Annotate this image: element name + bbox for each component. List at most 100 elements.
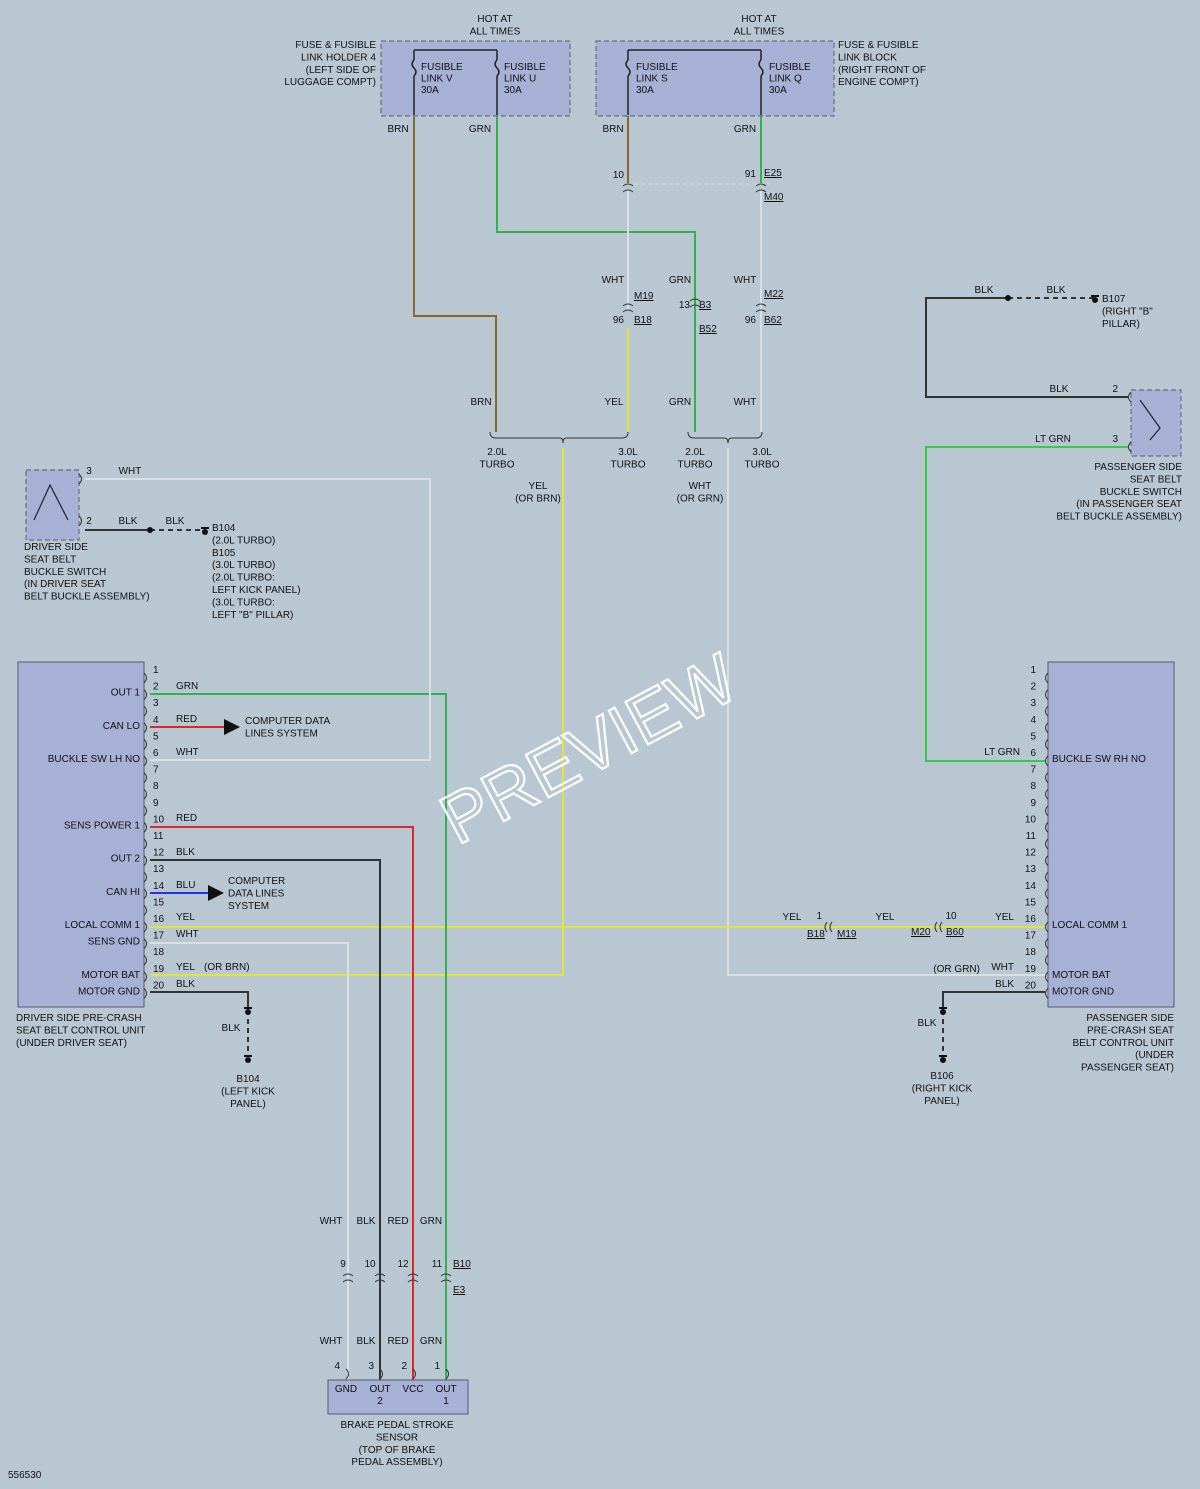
- b106-ground-label-line: B106: [930, 1071, 954, 1082]
- driver-buckle-switch-label-line: DRIVER SIDE: [24, 542, 88, 553]
- wire-color-label: GRN: [176, 681, 198, 692]
- brake-sensor-label-line: SENSOR: [376, 1432, 418, 1443]
- b106-ground-label-line: (RIGHT KICK: [912, 1083, 973, 1094]
- sensor-pin-name: GND: [335, 1384, 357, 1395]
- passenger-unit-pin-number: 11: [1026, 831, 1037, 842]
- connector-pin-number: 2: [86, 516, 92, 527]
- turbo-2.0l-left-line: 2.0L: [487, 447, 507, 458]
- driver-unit-label-line: SEAT BELT CONTROL UNIT: [16, 1025, 145, 1036]
- brake-sensor-label-line: PEDAL ASSEMBLY): [351, 1457, 442, 1468]
- passenger-unit-pin-number: 4: [1030, 715, 1036, 726]
- wire-color-label: BLK: [357, 1336, 376, 1347]
- b104-ground-bottom-dot: [245, 1057, 251, 1063]
- passenger-unit-label-line: BELT CONTROL UNIT: [1073, 1038, 1175, 1049]
- passenger-unit-pin-number: 13: [1025, 864, 1037, 875]
- wire-color-label: GRN: [669, 275, 691, 286]
- passenger-unit-pin-number: 18: [1025, 947, 1037, 958]
- connector-code: B60: [946, 927, 964, 938]
- wire-color-label: BRN: [387, 124, 408, 135]
- wire-color-label: BLK: [918, 1018, 937, 1029]
- connector-pin-number: 1: [816, 911, 822, 922]
- brace-2.0l-3.0l-right: [687, 431, 763, 444]
- driver-unit-pin-arc: [143, 971, 147, 983]
- inline-connector-4-upper: [755, 303, 767, 307]
- driver-unit-pin-number: 11: [153, 831, 164, 842]
- inline-connector-8-upper: [440, 1273, 452, 1277]
- watermark: PREVIEW: [427, 637, 751, 860]
- passenger-unit-pin-arc: [1045, 805, 1049, 817]
- fusible-link-v-label-line: FUSIBLE: [421, 62, 463, 73]
- b104-b105-label-line: (2.0L TURBO): [212, 535, 275, 546]
- passenger-unit-pin-arc: [1045, 672, 1049, 684]
- passenger-switch-contact: [1139, 399, 1161, 441]
- driver-unit-pin-arc: [143, 705, 147, 717]
- passenger-unit-pin-label: BUCKLE SW RH NO: [1052, 754, 1146, 765]
- driver-unit-pin-number: 6: [153, 748, 159, 759]
- connector-code: E25: [764, 168, 782, 179]
- connector-code: B18: [634, 315, 652, 326]
- passenger-unit-pin-arc: [1045, 888, 1049, 900]
- sensor-pin-arc: [412, 1368, 416, 1380]
- wire-color-label: (OR GRN): [933, 964, 980, 975]
- connector-code: E3: [453, 1285, 466, 1296]
- passenger-buckle-switch-label-line: SEAT BELT: [1130, 474, 1182, 485]
- driver-unit-pin-number: 2: [153, 682, 159, 693]
- connector-code: B52: [699, 324, 717, 335]
- fusible-link-s-element: [625, 59, 631, 77]
- fuse-holder-4: [380, 40, 571, 117]
- b104-ground-label-line: (LEFT KICK: [221, 1086, 275, 1097]
- ltgrn-wire-buckle-rh: [925, 446, 1128, 762]
- driver-unit-pin-arc: [143, 838, 147, 850]
- passenger-unit-pin-number: 8: [1030, 781, 1036, 792]
- driver-unit-pin-arc: [143, 871, 147, 883]
- passenger-unit-pin-arc: [1045, 871, 1049, 883]
- wire-color-label: WHT: [176, 929, 199, 940]
- wire-color-label: WHT: [734, 397, 757, 408]
- driver-unit-pin-number: 14: [153, 881, 165, 892]
- passenger-unit-pin-number: 6: [1030, 748, 1036, 759]
- wire-color-label: BLK: [357, 1216, 376, 1227]
- passenger-unit-pin-label: LOCAL COMM 1: [1052, 920, 1128, 931]
- driver-buckle-switch: [25, 469, 80, 541]
- fusible-link-q-label-line: FUSIBLE: [769, 62, 811, 73]
- b104-b105-ground-dot: [202, 529, 208, 535]
- driver-unit-pin-number: 5: [153, 731, 159, 742]
- brake-pedal-sensor: [327, 1379, 469, 1415]
- wire-color-label: BLU: [176, 880, 195, 891]
- b107-ground-dot: [1092, 297, 1098, 303]
- hot-at-all-times-left-line: HOT AT: [477, 14, 512, 25]
- wire-color-label: YEL: [605, 397, 624, 408]
- horizontal-connector-0-left: [824, 921, 828, 933]
- wire-color-label: BRN: [470, 397, 491, 408]
- passenger-unit-pin-number: 2: [1030, 682, 1036, 693]
- fusible-link-v-element: [411, 59, 417, 77]
- passenger-unit-pin-arc: [1045, 988, 1049, 999]
- wht-or-grn-label-line: (OR GRN): [677, 493, 724, 504]
- driver-unit-pin-label: LOCAL COMM 1: [65, 920, 141, 931]
- b107-label-line: B107: [1102, 294, 1126, 305]
- wire-color-label: BLK: [119, 516, 138, 527]
- passenger-unit-pin-arc: [1045, 772, 1049, 783]
- driver-unit-pin-number: 4: [153, 715, 159, 726]
- blk-wire-pass-gnd: [942, 991, 1045, 1010]
- driver-unit-pin-arc: [143, 739, 147, 750]
- driver-unit-pin-label: CAN HI: [106, 887, 140, 898]
- yel-wire-motor-bat: [150, 448, 564, 976]
- fusible-link-v-label-line: 30A: [421, 85, 439, 96]
- connector-pin-number: 3: [86, 466, 92, 477]
- driver-unit-pin-arc: [143, 689, 147, 700]
- passenger-unit-label-line: PRE-CRASH SEAT: [1087, 1025, 1174, 1036]
- passenger-buckle-switch-label-line: PASSENGER SIDE: [1094, 462, 1182, 473]
- sensor-pin-number: 2: [401, 1361, 407, 1372]
- driver-switch-pin-2-arc: [78, 515, 82, 527]
- document-number: 556530: [8, 1470, 42, 1481]
- fusible-link-s-label-line: 30A: [636, 85, 654, 96]
- sensor-pin-arc: [445, 1368, 449, 1380]
- driver-buckle-switch-label-line: BUCKLE SWITCH: [24, 567, 106, 578]
- inline-connector-4-lower: [755, 309, 767, 313]
- fusible-link-u-element: [494, 59, 500, 77]
- passenger-unit-pin-number: 17: [1025, 931, 1037, 942]
- sensor-pin-number: 3: [368, 1361, 374, 1372]
- connector-pin-number: 10: [613, 170, 625, 181]
- passenger-unit-pin-arc: [1045, 788, 1049, 800]
